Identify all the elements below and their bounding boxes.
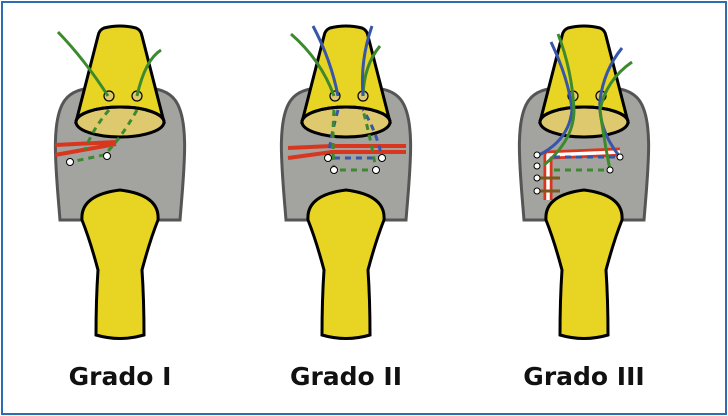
figure-grado-3 — [517, 24, 651, 340]
figure-label-grado-1: Grado I — [68, 362, 172, 391]
blue-suture — [538, 41, 624, 158]
green-suture — [135, 48, 162, 97]
figure-label-grado-2: Grado II — [289, 362, 403, 391]
figure-grado-1 — [53, 24, 187, 340]
figure-label-grado-3: Grado III — [523, 362, 645, 391]
green-suture — [56, 30, 110, 97]
green-suture — [543, 33, 633, 171]
blue-suture — [311, 25, 374, 97]
figure-grado-2 — [279, 24, 413, 340]
green-dashed-suture — [331, 109, 378, 172]
brown-sutures — [537, 176, 560, 193]
